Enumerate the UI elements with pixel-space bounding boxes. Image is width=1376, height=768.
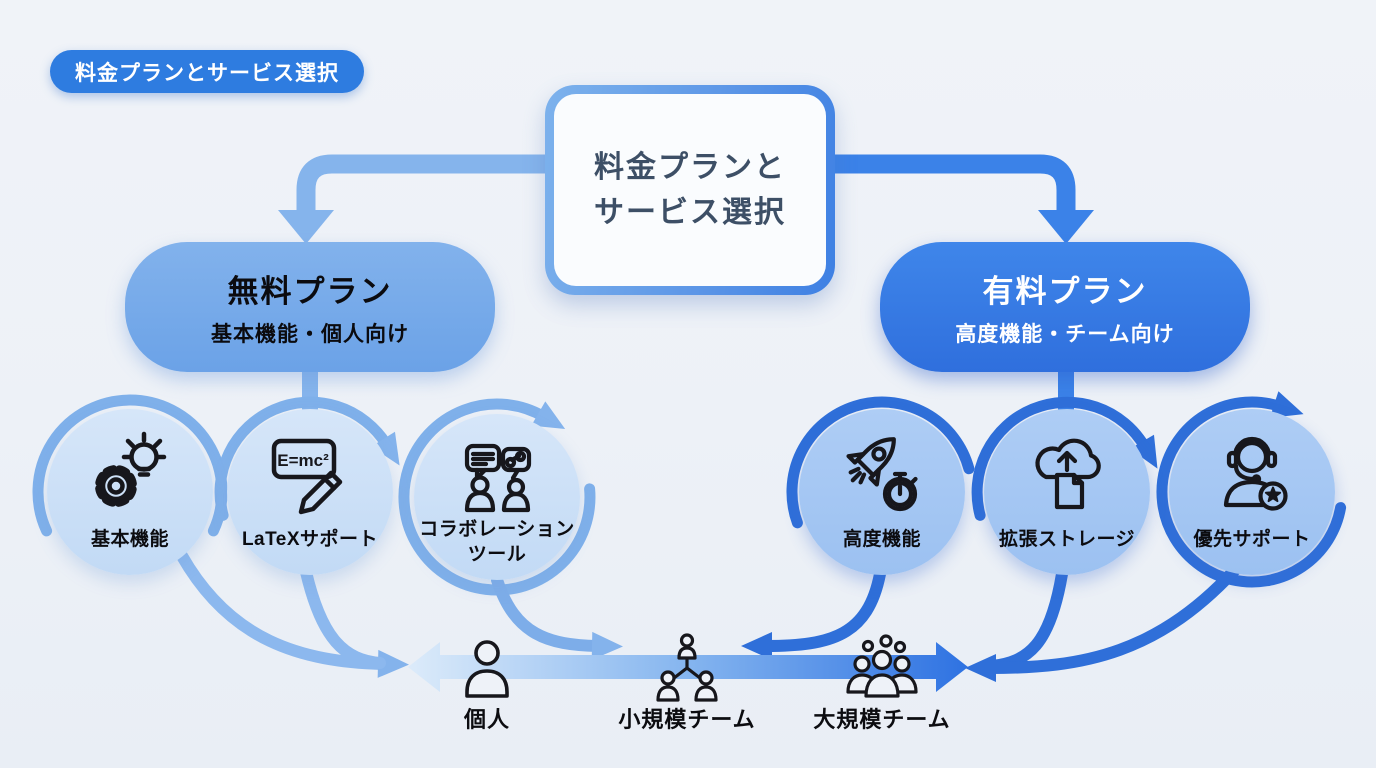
free-plan-title: 無料プラン	[227, 274, 393, 309]
audience-label-small-team: 小規模チーム	[618, 707, 756, 732]
curve-storage-to-large-team	[986, 568, 1068, 672]
single-user-icon	[465, 640, 509, 698]
paid-plan-subtitle: 高度機能・チーム向け	[955, 323, 1175, 346]
curve-latex-to-individual	[300, 566, 386, 669]
feature-circle-storage: 拡張ストレージ	[984, 409, 1150, 575]
feature-circle-support: 優先サポート	[1169, 409, 1335, 575]
audience-label-individual: 個人	[463, 707, 510, 732]
large-team-icon	[846, 634, 918, 698]
cloud-upload-document-icon	[1035, 438, 1101, 510]
rocket-stopwatch-icon	[846, 437, 918, 512]
root-title-line1: 料金プランと	[594, 151, 786, 184]
flow-arc-storage	[971, 396, 1158, 521]
paid-plan-title: 有料プラン	[982, 274, 1148, 309]
chat-users-icon	[464, 443, 532, 513]
formula-text: E=mc²	[277, 451, 329, 470]
branch-arrow-right	[832, 154, 1094, 244]
gear-lightbulb-icon	[95, 431, 167, 507]
root-node-inner: 料金プランと サービス選択	[554, 94, 826, 286]
feature-circle-basic: 基本機能	[47, 409, 213, 575]
feature-circle-latex: E=mc² LaTeXサポート	[227, 409, 393, 575]
curve-collab-to-small-team	[491, 574, 623, 660]
audience-label-large-team: 大規模チーム	[813, 707, 951, 732]
root-title-line2: サービス選択	[594, 196, 786, 229]
feature-circle-advanced: 高度機能	[799, 409, 965, 575]
paid-plan-box: 有料プラン 高度機能・チーム向け	[880, 242, 1250, 372]
free-plan-subtitle: 基本機能・個人向け	[211, 323, 409, 346]
branch-arrow-left	[278, 154, 548, 244]
title-badge-label: 料金プランとサービス選択	[75, 61, 339, 85]
flow-arc-advanced	[786, 396, 975, 529]
curve-advanced-to-small-team	[741, 568, 886, 660]
feature-label-collab-line1: コラボレーション	[419, 518, 575, 540]
headset-star-icon	[1223, 436, 1288, 511]
flow-arc-latex	[214, 396, 400, 521]
free-plan-box: 無料プラン 基本機能・個人向け	[125, 242, 495, 372]
feature-label-storage: 拡張ストレージ	[998, 529, 1136, 550]
feature-label-advanced: 高度機能	[842, 529, 921, 550]
feature-label-collab-line2: ツール	[467, 544, 527, 566]
formula-pencil-icon: E=mc²	[271, 438, 343, 515]
curve-support-to-large-team	[965, 556, 1248, 682]
feature-label-basic: 基本機能	[90, 529, 169, 550]
feature-circle-collab: コラボレーション ツール	[414, 414, 580, 580]
feature-label-latex: LaTeXサポート	[241, 529, 379, 550]
flow-arc-support	[1156, 391, 1347, 588]
small-team-icon	[656, 633, 718, 702]
title-badge: 料金プランとサービス選択	[50, 50, 364, 93]
root-node: 料金プランと サービス選択	[545, 85, 835, 295]
feature-label-support: 優先サポート	[1193, 529, 1311, 550]
feature-label-collab: コラボレーション ツール	[402, 517, 592, 568]
flow-arc-collab	[398, 398, 596, 596]
curve-basic-to-individual	[176, 550, 409, 678]
